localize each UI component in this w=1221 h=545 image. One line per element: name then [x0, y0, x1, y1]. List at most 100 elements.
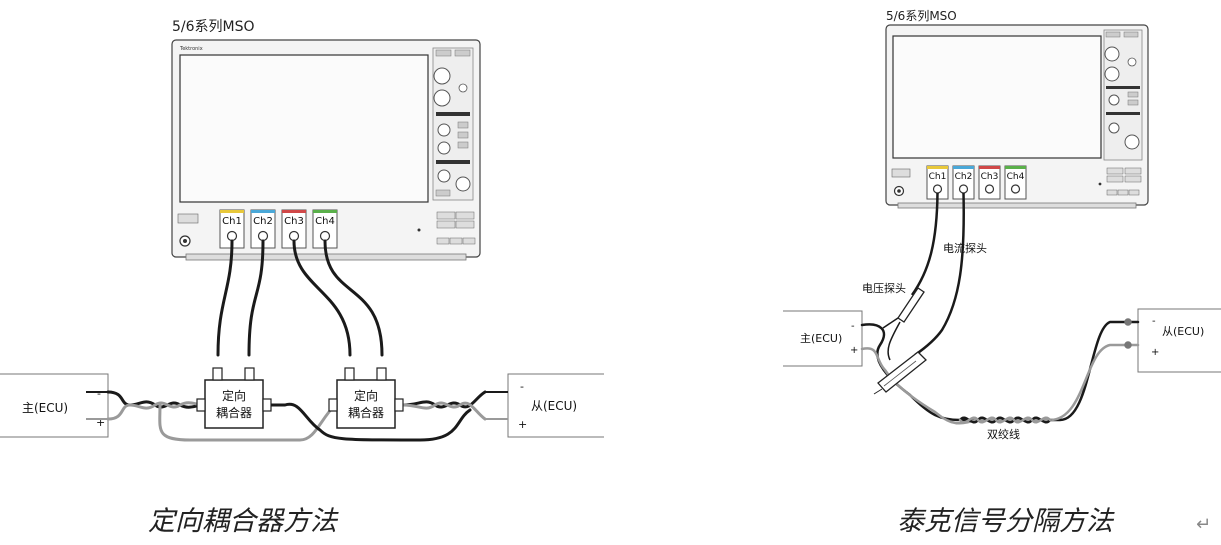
right-panel-knob	[1108, 94, 1120, 106]
left-panel-button	[435, 49, 452, 57]
left-slave-plus: +	[518, 418, 527, 431]
left-probe-cables	[216, 239, 384, 357]
right-oscilloscope: Ch1 Ch2 Ch3 Ch4	[885, 24, 1149, 209]
left-gray-return	[158, 403, 337, 442]
right-panel-divider	[1106, 112, 1140, 115]
right-panel-button	[1105, 31, 1121, 38]
left-front-button	[449, 237, 463, 245]
right-ch3-box	[978, 165, 1001, 200]
right-current-probe-cable	[914, 192, 965, 357]
left-panel-divider	[436, 112, 470, 116]
right-ch3-label: Ch3	[981, 172, 999, 182]
left-panel-button	[457, 121, 469, 129]
right-panel-button	[1123, 31, 1139, 38]
left-cable-ch1	[216, 239, 234, 357]
left-coupler-1-box	[204, 379, 264, 429]
right-power-button-center	[897, 189, 901, 193]
left-dark-return	[283, 402, 472, 442]
right-panel-knob	[1104, 46, 1120, 62]
right-ch2-label: Ch2	[955, 172, 973, 182]
left-ch3-label: Ch3	[284, 216, 304, 227]
right-wire-gray	[860, 343, 1140, 425]
left-ch1-connector	[226, 230, 238, 242]
left-ch4-label: Ch4	[315, 216, 335, 227]
left-twist-gray-a	[106, 401, 207, 421]
right-ch4-connector	[1010, 184, 1021, 194]
left-coupler-1-line2: 耦合器	[216, 405, 252, 420]
left-coupler-2-port	[394, 398, 404, 412]
left-coupler-1-port	[212, 367, 223, 381]
right-channel-inputs: Ch1 Ch2 Ch3 Ch4	[926, 165, 1027, 200]
left-ch2-connector	[257, 230, 269, 242]
left-slave-box	[507, 373, 604, 438]
right-master-minus: -	[851, 321, 855, 332]
right-ch2-color-strip	[953, 166, 974, 169]
right-front-button	[1117, 189, 1129, 196]
left-slave-minus: -	[520, 380, 524, 393]
right-front-button	[1106, 189, 1118, 196]
left-cable-ch3	[292, 239, 352, 357]
right-panel-knob	[1124, 134, 1140, 150]
right-slave-label: 从(ECU)	[1162, 325, 1204, 338]
left-power-button-center	[183, 239, 187, 243]
right-ch3-connector	[984, 184, 995, 194]
left-front-button	[455, 220, 475, 229]
left-panel-button	[435, 189, 451, 197]
right-master-plus: +	[850, 345, 858, 356]
right-channel-3: Ch3	[978, 165, 1001, 200]
left-master-label: 主(ECU)	[22, 401, 68, 415]
right-front-button	[1124, 175, 1142, 183]
left-coupler-2-port	[328, 398, 338, 412]
right-front-button	[1106, 175, 1124, 183]
right-panel-knob	[1104, 66, 1120, 82]
left-twist-gray-b	[401, 401, 487, 421]
left-coupler-2-port	[344, 367, 355, 381]
left-panel-button	[457, 141, 469, 149]
left-channel-3: Ch3	[281, 209, 307, 249]
right-panel-button	[1127, 99, 1139, 106]
right-voltage-probe-label: 电压探头	[862, 282, 906, 295]
left-coupler-2-line2: 耦合器	[348, 405, 384, 420]
right-ch4-box	[1004, 165, 1027, 200]
left-scope-brand: Tektronix	[179, 46, 203, 52]
right-scope-display	[892, 35, 1102, 159]
right-ch4-label: Ch4	[1007, 172, 1025, 182]
left-oscilloscope: Tektronix	[171, 39, 481, 261]
right-ch2-connector	[958, 184, 969, 194]
left-master-ecu: 主(ECU) - +	[0, 373, 109, 438]
left-indicator-dot	[417, 228, 421, 232]
left-front-button	[436, 211, 456, 220]
left-panel-knob	[437, 123, 451, 137]
left-ch3-color-strip	[282, 210, 306, 213]
left-ch1-label: Ch1	[222, 216, 242, 227]
left-panel-knob	[455, 176, 471, 192]
left-cable-ch4	[323, 239, 384, 357]
right-probes	[873, 192, 965, 395]
left-coupler-1: 定向 耦合器	[196, 367, 272, 429]
left-slave-ecu: 从(ECU) - +	[485, 373, 604, 438]
left-scope-title: 5/6系列MSO	[172, 19, 255, 35]
left-coupler-1-line1: 定向	[222, 388, 246, 403]
left-master-minus: -	[97, 387, 101, 400]
left-scope-menu-button	[177, 213, 199, 224]
right-diagram: 5/6系列MSO	[783, 9, 1221, 537]
right-voltage-probe-body	[897, 287, 925, 323]
right-control-panel	[1103, 29, 1143, 161]
left-control-panel	[432, 47, 474, 201]
left-scope-display	[179, 54, 429, 203]
right-caption: 泰克信号分隔方法	[897, 506, 1115, 537]
right-bus-wiring	[860, 318, 1140, 425]
left-coupler-2-box	[336, 379, 396, 429]
right-panel-knob	[1108, 122, 1120, 134]
right-front-button	[1124, 167, 1142, 175]
right-current-probe	[873, 351, 927, 395]
right-ch1-color-strip	[927, 166, 948, 169]
left-master-box	[0, 373, 109, 438]
left-coupler-1-port	[244, 367, 255, 381]
left-ch1-color-strip	[220, 210, 244, 213]
right-voltage-probe-lead	[882, 317, 899, 329]
right-scope-feet	[897, 202, 1137, 209]
left-panel-knob	[437, 169, 451, 183]
right-panel-button	[1127, 91, 1139, 98]
right-front-button	[1128, 189, 1140, 196]
